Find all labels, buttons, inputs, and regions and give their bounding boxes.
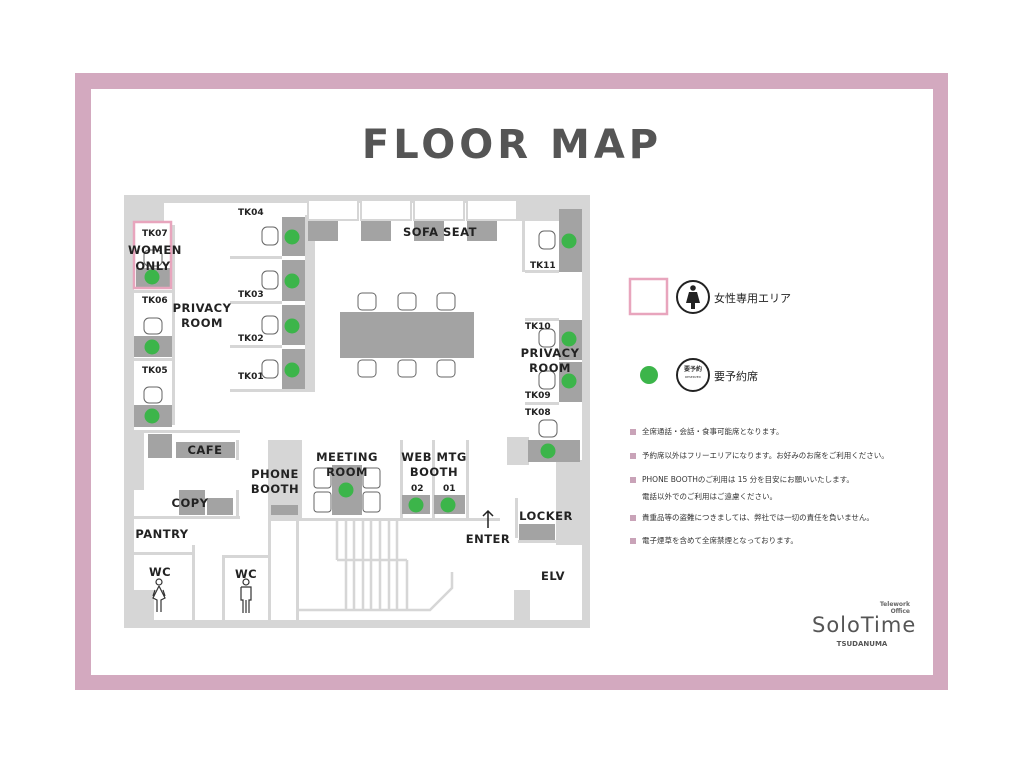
copy-label: COPY xyxy=(171,496,209,510)
map-sheet xyxy=(91,89,933,675)
wc-men-label: WC xyxy=(234,567,258,581)
page-title: FLOOR MAP xyxy=(361,122,663,168)
reserved-dot-tk05 xyxy=(144,408,160,424)
bullet-icon xyxy=(630,429,636,435)
women-only-outline xyxy=(132,220,173,290)
legend-women-area: 女性専用エリア xyxy=(714,292,791,305)
note-2: 予約席以外はフリーエリアになります。お好みのお席をご利用ください。 xyxy=(630,447,889,464)
elv-label: ELV xyxy=(540,569,565,583)
phone-booth-label: PHONE BOOTH xyxy=(250,467,300,496)
seat-label-tk05: TK05 xyxy=(142,366,168,376)
enter-arrow-icon xyxy=(482,509,494,528)
seat-label-tk07: TK07 xyxy=(142,229,168,239)
reserved-dot-tk09 xyxy=(561,373,577,389)
note-text: 全席通話・会話・食事可能席となります。 xyxy=(642,427,784,436)
reserved-dot-booth02 xyxy=(408,497,424,513)
women-only-label: WOMEN ONLY xyxy=(128,243,182,273)
note-text: 電子煙草を含めて全席禁煙となっております。 xyxy=(642,536,798,545)
female-wc-icon xyxy=(155,578,163,586)
wc-women-label: WC xyxy=(148,565,172,579)
note-5: 電子煙草を含めて全席禁煙となっております。 xyxy=(630,532,798,549)
booth-02-label: 02 xyxy=(411,484,424,494)
privacy-room-left-label: PRIVACY ROOM xyxy=(172,301,232,330)
reserved-icon-sub: RESERVED xyxy=(685,375,701,379)
sofa-seat-label: SOFA SEAT xyxy=(403,225,477,239)
reserved-dot-meeting xyxy=(338,482,354,498)
reserved-dot-tk10 xyxy=(561,331,577,347)
note-text: PHONE BOOTHのご利用は 15 分を目安にお願いいたします。 xyxy=(642,475,854,484)
bullet-icon xyxy=(630,477,636,483)
reserved-dot-tk03 xyxy=(284,273,300,289)
logo-tagline-2: Office xyxy=(890,608,910,615)
note-3: PHONE BOOTHのご利用は 15 分を目安にお願いいたします。電話以外での… xyxy=(630,471,854,505)
reserved-dot-tk01 xyxy=(284,362,300,378)
reserved-dot-tk06 xyxy=(144,339,160,355)
pantry-label: PANTRY xyxy=(135,527,189,541)
reserved-dot-tk07 xyxy=(144,269,160,285)
reserved-dot-booth01 xyxy=(440,497,456,513)
cafe-label: CAFE xyxy=(187,443,223,457)
sofa-cushions xyxy=(307,199,518,221)
seat-label-tk01: TK01 xyxy=(238,372,264,382)
reserved-dot-tk08 xyxy=(540,443,556,459)
booth-01-label: 01 xyxy=(443,484,456,494)
legend-reserved-seat: 要予約席 xyxy=(714,370,758,383)
chair-icons xyxy=(143,226,558,513)
logo-tagline-1: Telework xyxy=(879,601,910,608)
bullet-icon xyxy=(630,515,636,521)
seat-label-tk11: TK11 xyxy=(530,261,556,271)
note-text: 貴重品等の盗難につきましては、弊社では一切の責任を負いません。 xyxy=(642,513,874,522)
seat-label-tk08: TK08 xyxy=(525,408,551,418)
bullet-icon xyxy=(630,538,636,544)
reserved-icon-text: 要予約 xyxy=(683,366,702,373)
seat-label-tk09: TK09 xyxy=(525,391,551,401)
walls xyxy=(124,195,590,628)
legend-women-box xyxy=(628,277,669,316)
male-wc-icon xyxy=(242,578,250,586)
note-text-sub: 電話以外でのご利用はご遠慮ください。 xyxy=(642,492,777,501)
reserved-dot-tk04 xyxy=(284,229,300,245)
reserved-dot-tk11 xyxy=(561,233,577,249)
logo-location: TSUDANUMA xyxy=(836,640,888,648)
meeting-room-label: MEETING ROOM xyxy=(316,450,378,479)
seat-label-tk04: TK04 xyxy=(238,208,264,218)
logo-name: SoloTime xyxy=(812,613,917,637)
note-4: 貴重品等の盗難につきましては、弊社では一切の責任を負いません。 xyxy=(630,509,874,526)
wc-icons xyxy=(152,578,252,613)
reserved-icon xyxy=(676,358,710,392)
legend-reserved-dot xyxy=(640,366,658,384)
locker-label: LOCKER xyxy=(519,509,573,523)
seat-label-tk02: TK02 xyxy=(238,334,264,344)
note-text: 予約席以外はフリーエリアになります。お好みのお席をご利用ください。 xyxy=(642,451,889,460)
privacy-room-right-label: PRIVACY ROOM xyxy=(520,346,580,375)
reserved-dot-tk02 xyxy=(284,318,300,334)
web-mtg-booth-label: WEB MTG BOOTH xyxy=(401,450,467,479)
note-1: 全席通話・会話・食事可能席となります。 xyxy=(630,423,784,440)
seat-label-tk10: TK10 xyxy=(525,322,551,332)
bullet-icon xyxy=(630,453,636,459)
seat-label-tk03: TK03 xyxy=(238,290,264,300)
seat-label-tk06: TK06 xyxy=(142,296,168,306)
stairs xyxy=(299,518,454,612)
enter-label: ENTER xyxy=(465,532,511,546)
